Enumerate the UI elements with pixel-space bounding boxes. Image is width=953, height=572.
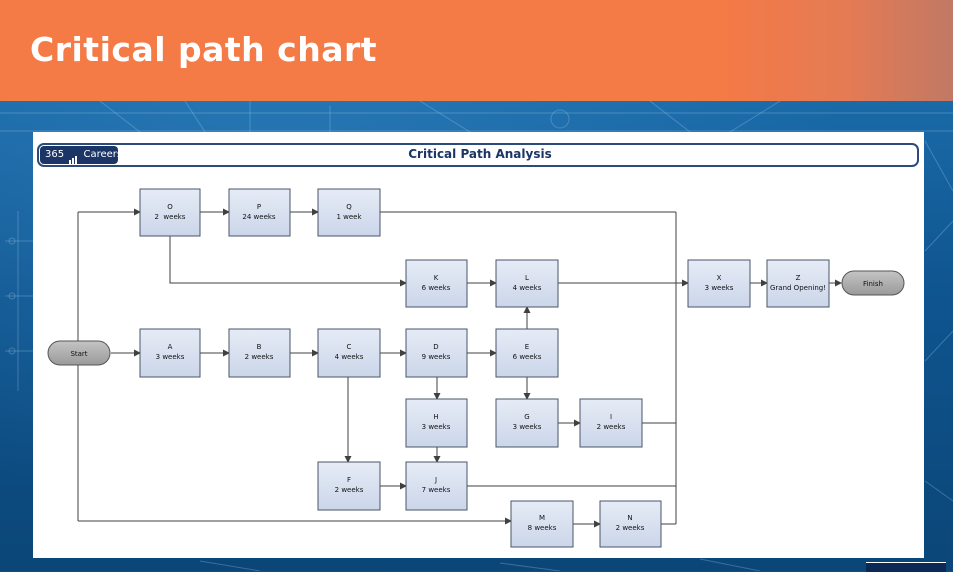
node-j: J 7 weeks (405, 461, 468, 511)
node-q: Q 1 week (317, 188, 381, 237)
node-f-duration: 2 weeks (335, 486, 364, 494)
node-n-duration: 2 weeks (616, 524, 645, 532)
diagram-header-bar (37, 143, 919, 167)
node-h: H 3 weeks (405, 398, 468, 448)
node-a-letter: A (168, 343, 173, 351)
node-d-duration: 9 weeks (422, 353, 451, 361)
node-a-duration: 3 weeks (156, 353, 185, 361)
node-c: C 4 weeks (317, 328, 381, 378)
node-m-duration: 8 weeks (528, 524, 557, 532)
node-start: Start (47, 340, 111, 366)
node-e-duration: 6 weeks (513, 353, 542, 361)
node-g-letter: G (524, 413, 529, 421)
node-finish-label: Finish (863, 280, 883, 288)
node-n-letter: N (627, 514, 632, 522)
node-m-letter: M (539, 514, 545, 522)
node-k: K 6 weeks (405, 259, 468, 308)
corner-badge (866, 562, 946, 572)
node-p-letter: P (257, 203, 261, 211)
node-p-duration: 24 weeks (242, 213, 276, 221)
node-k-letter: K (434, 274, 439, 282)
node-a: A 3 weeks (139, 328, 201, 378)
node-i: I 2 weeks (579, 398, 643, 448)
node-m: M 8 weeks (510, 500, 574, 548)
node-x: X 3 weeks (687, 259, 751, 308)
logo-text: Careers (83, 149, 123, 160)
edge-o-k (169, 236, 407, 287)
node-e-letter: E (525, 343, 529, 351)
node-h-letter: H (433, 413, 438, 421)
node-l: L 4 weeks (495, 259, 559, 308)
node-g-duration: 3 weeks (513, 423, 542, 431)
node-z: Z Grand Opening! (766, 259, 830, 308)
node-d: D 9 weeks (405, 328, 468, 378)
bar-chart-icon (69, 147, 78, 165)
banner-fade (723, 0, 953, 101)
node-o-letter: O (167, 203, 173, 211)
node-l-letter: L (525, 274, 529, 282)
node-i-duration: 2 weeks (597, 423, 626, 431)
logo-number: 365 (45, 149, 65, 160)
node-x-letter: X (717, 274, 722, 282)
diagram-title: Critical Path Analysis (408, 147, 552, 161)
brand-logo: 365 Careers (40, 146, 122, 165)
node-g: G 3 weeks (495, 398, 559, 448)
node-x-duration: 3 weeks (705, 284, 734, 292)
node-c-letter: C (347, 343, 352, 351)
node-f-letter: F (347, 476, 351, 484)
node-f: F 2 weeks (317, 461, 381, 511)
node-z-duration: Grand Opening! (770, 284, 826, 292)
node-q-letter: Q (346, 203, 352, 211)
page-title: Critical path chart (30, 30, 378, 69)
blueprint-decoration (0, 101, 953, 571)
node-p: P 24 weeks (228, 188, 291, 237)
node-j-duration: 7 weeks (422, 486, 451, 494)
task-nodes: O 2 weeks P 24 weeks Q 1 week K 6 weeks L 4 w… (139, 188, 830, 548)
node-finish: Finish (841, 270, 905, 296)
node-q-duration: 1 week (336, 213, 362, 221)
node-i-letter: I (610, 413, 612, 421)
node-b-letter: B (257, 343, 262, 351)
node-d-letter: D (433, 343, 438, 351)
node-o: O 2 weeks (139, 188, 201, 237)
node-o-duration: 2 weeks (155, 213, 186, 221)
node-c-duration: 4 weeks (335, 353, 364, 361)
node-z-letter: Z (796, 274, 801, 282)
node-k-duration: 6 weeks (422, 284, 451, 292)
connectors (77, 208, 842, 528)
node-start-label: Start (70, 350, 87, 358)
node-n: N 2 weeks (599, 500, 662, 548)
node-e: E 6 weeks (495, 328, 559, 378)
node-b: B 2 weeks (228, 328, 291, 378)
node-l-duration: 4 weeks (513, 284, 542, 292)
node-h-duration: 3 weeks (422, 423, 451, 431)
node-b-duration: 2 weeks (245, 353, 274, 361)
node-j-letter: J (434, 476, 437, 484)
